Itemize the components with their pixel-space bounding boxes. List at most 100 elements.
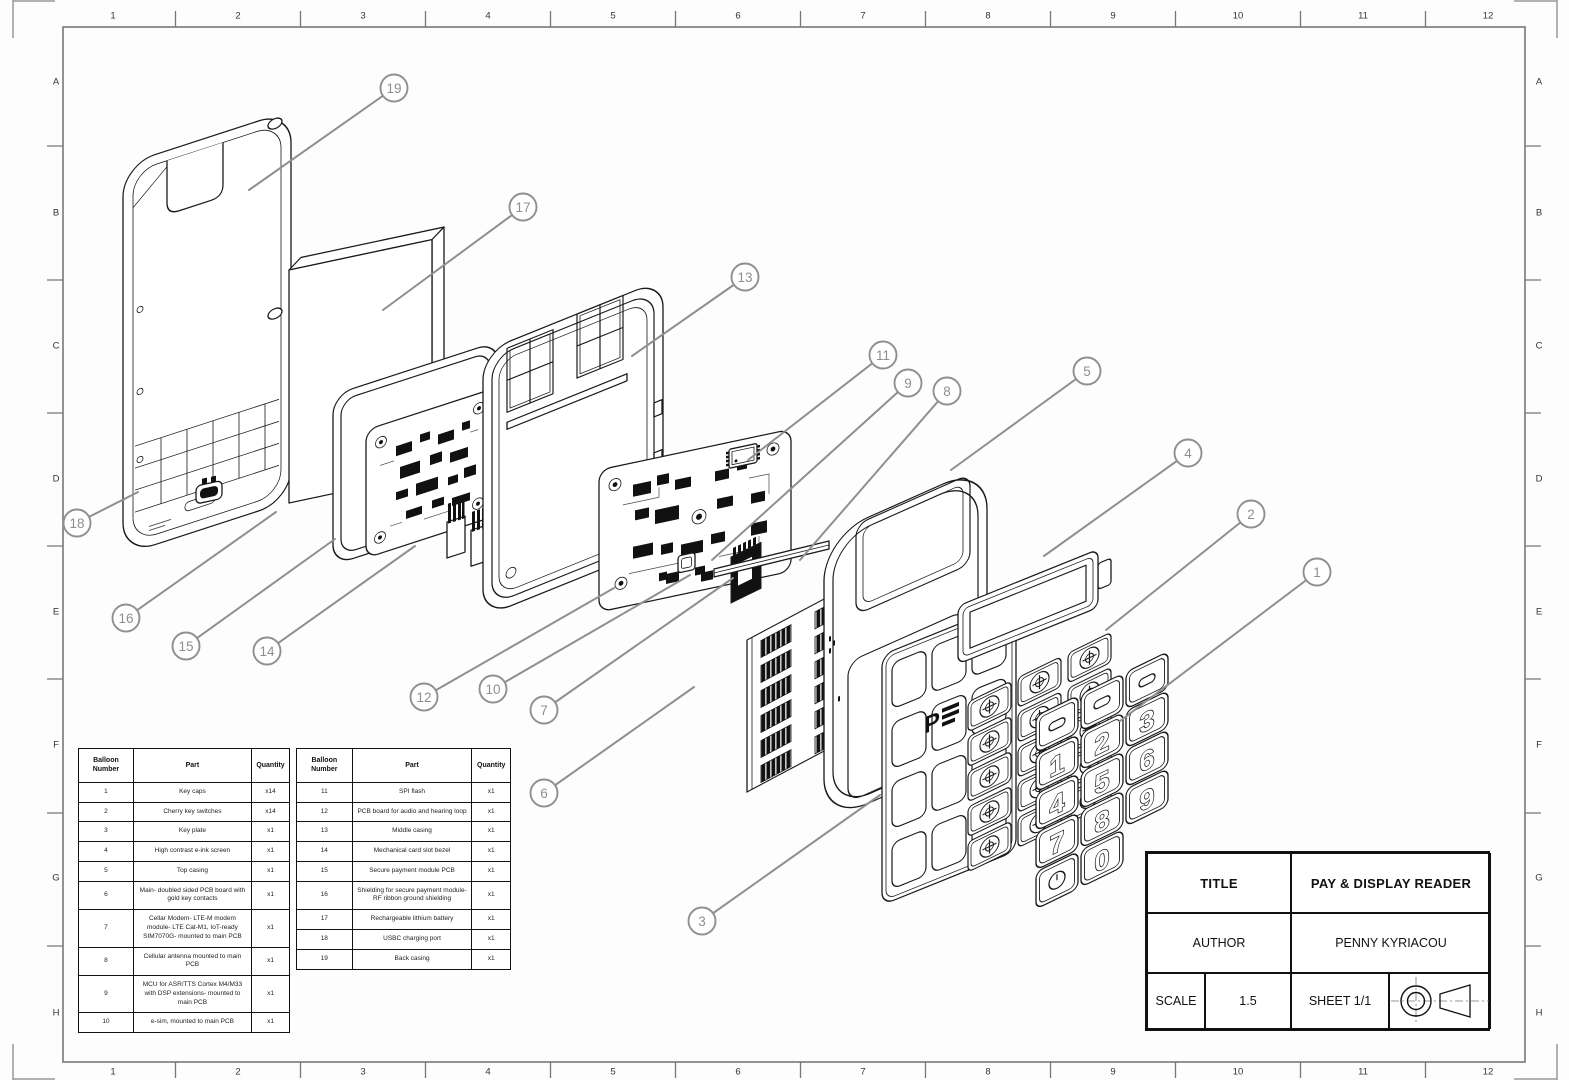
balloon-16: 16 <box>111 511 277 633</box>
quantity-cell: x1 <box>471 781 511 803</box>
key-contact-pad <box>760 648 792 684</box>
key-cap: 5 <box>1080 753 1124 808</box>
grid-row-label-left: F <box>53 740 59 751</box>
balloon-number-cell: 17 <box>296 909 353 930</box>
part-eink-screen-4 <box>957 551 1112 663</box>
key-cap: 7 <box>1035 814 1079 869</box>
key-contact-pad <box>760 748 792 784</box>
balloon-circle <box>1302 557 1332 587</box>
grid-row-label-left: A <box>53 77 60 88</box>
quantity-cell: x1 <box>251 860 290 882</box>
grid-row-label-left: C <box>53 341 60 352</box>
balloon-number-cell: 16 <box>296 880 353 911</box>
balloon-number-cell: 15 <box>296 860 353 882</box>
sheet-label: SHEET 1/1 <box>1291 973 1389 1029</box>
key-cap <box>1035 697 1079 752</box>
grid-col-label-bottom: 4 <box>485 1067 490 1078</box>
balloon-circle <box>1173 438 1203 468</box>
balloon-number: 18 <box>69 516 84 531</box>
part-mcu-9 <box>701 570 713 582</box>
leader-line <box>631 276 746 357</box>
corner-trim-marks <box>12 0 1558 1080</box>
column-header: Part <box>132 748 253 783</box>
key-cap-digit: 8 <box>1094 803 1109 841</box>
key-switch <box>1067 633 1112 683</box>
grid-row-label-right: G <box>1535 873 1542 884</box>
part-cell: SPI flash <box>351 781 473 803</box>
balloon-circle <box>1236 499 1266 529</box>
grid-col-label-top: 5 <box>610 11 615 22</box>
part-cell: Back casing <box>351 948 473 970</box>
key-cap: 0 <box>1080 831 1124 886</box>
part-cell: Cellar Modem- LTE-M modem module- LTE Ca… <box>132 909 253 948</box>
balloon-17: 17 <box>382 192 538 311</box>
key-cap-digit: 3 <box>1139 703 1154 741</box>
grid-col-label-bottom: 2 <box>235 1067 240 1078</box>
balloon-number-cell: 3 <box>78 821 134 843</box>
part-cell: Cellular antenna mounted to main PCB <box>132 946 253 977</box>
grid-row-label-right: H <box>1536 1008 1543 1019</box>
balloon-7: 7 <box>529 577 734 725</box>
title-value: PAY & DISPLAY READER <box>1291 853 1491 913</box>
grid-col-label-bottom: 12 <box>1483 1067 1494 1078</box>
leader-line <box>492 574 691 690</box>
key-contact-pad <box>760 723 792 759</box>
author-label: AUTHOR <box>1147 913 1291 973</box>
grid-col-label-bottom: 3 <box>360 1067 365 1078</box>
leader-line <box>248 87 395 191</box>
grid-col-label-top: 8 <box>985 11 990 22</box>
balloon-15: 15 <box>171 538 336 661</box>
projection-symbol-cell <box>1389 973 1491 1029</box>
balloon-number: 11 <box>876 348 890 363</box>
circle-icon <box>1048 870 1066 890</box>
scale-label: SCALE <box>1147 973 1205 1029</box>
grid-col-label-top: 2 <box>235 11 240 22</box>
balloon-number: 19 <box>386 81 401 96</box>
leader-line <box>543 577 734 711</box>
leader-line <box>799 390 948 561</box>
balloon-6: 6 <box>529 686 695 808</box>
title-label: TITLE <box>1147 853 1291 913</box>
key-cap: 9 <box>1125 770 1169 825</box>
quantity-cell: x1 <box>471 929 511 950</box>
leader-line <box>423 587 615 698</box>
key-cap: 8 <box>1080 792 1124 847</box>
part-spi-flash-11 <box>726 443 760 469</box>
part-cell: PCB board for audio and hearing loop <box>351 801 473 823</box>
key-contact-pad <box>760 623 792 659</box>
balloon-number: 8 <box>943 384 951 399</box>
grid-row-label-left: B <box>53 208 59 219</box>
balloon-number-cell: 6 <box>78 880 134 911</box>
leader-line <box>266 545 416 652</box>
leader-line <box>382 206 524 311</box>
part-cell: USBC charging port <box>351 929 473 950</box>
quantity-cell: x1 <box>471 880 511 911</box>
key-cap-digit: 4 <box>1049 786 1064 824</box>
quantity-cell: x1 <box>251 821 290 843</box>
grid-row-label-left: G <box>52 873 59 884</box>
part-cell: MCU for ASR/TTS Cortex M4/M33 with DSP e… <box>132 975 253 1014</box>
balloon-number: 3 <box>698 914 706 929</box>
title-block: TITLE PAY & DISPLAY READER AUTHOR PENNY … <box>1145 851 1491 1031</box>
slot-icon <box>1048 717 1066 732</box>
key-switch <box>1017 657 1062 707</box>
quantity-cell: x1 <box>471 821 511 843</box>
column-header: Part <box>351 748 473 783</box>
grid-row-label-left: H <box>53 1008 60 1019</box>
key-cap <box>1035 853 1079 908</box>
part-cell: Shielding for secure payment module- RF … <box>351 880 473 911</box>
part-cell: e-sim, mounted to main PCB <box>132 1012 253 1034</box>
